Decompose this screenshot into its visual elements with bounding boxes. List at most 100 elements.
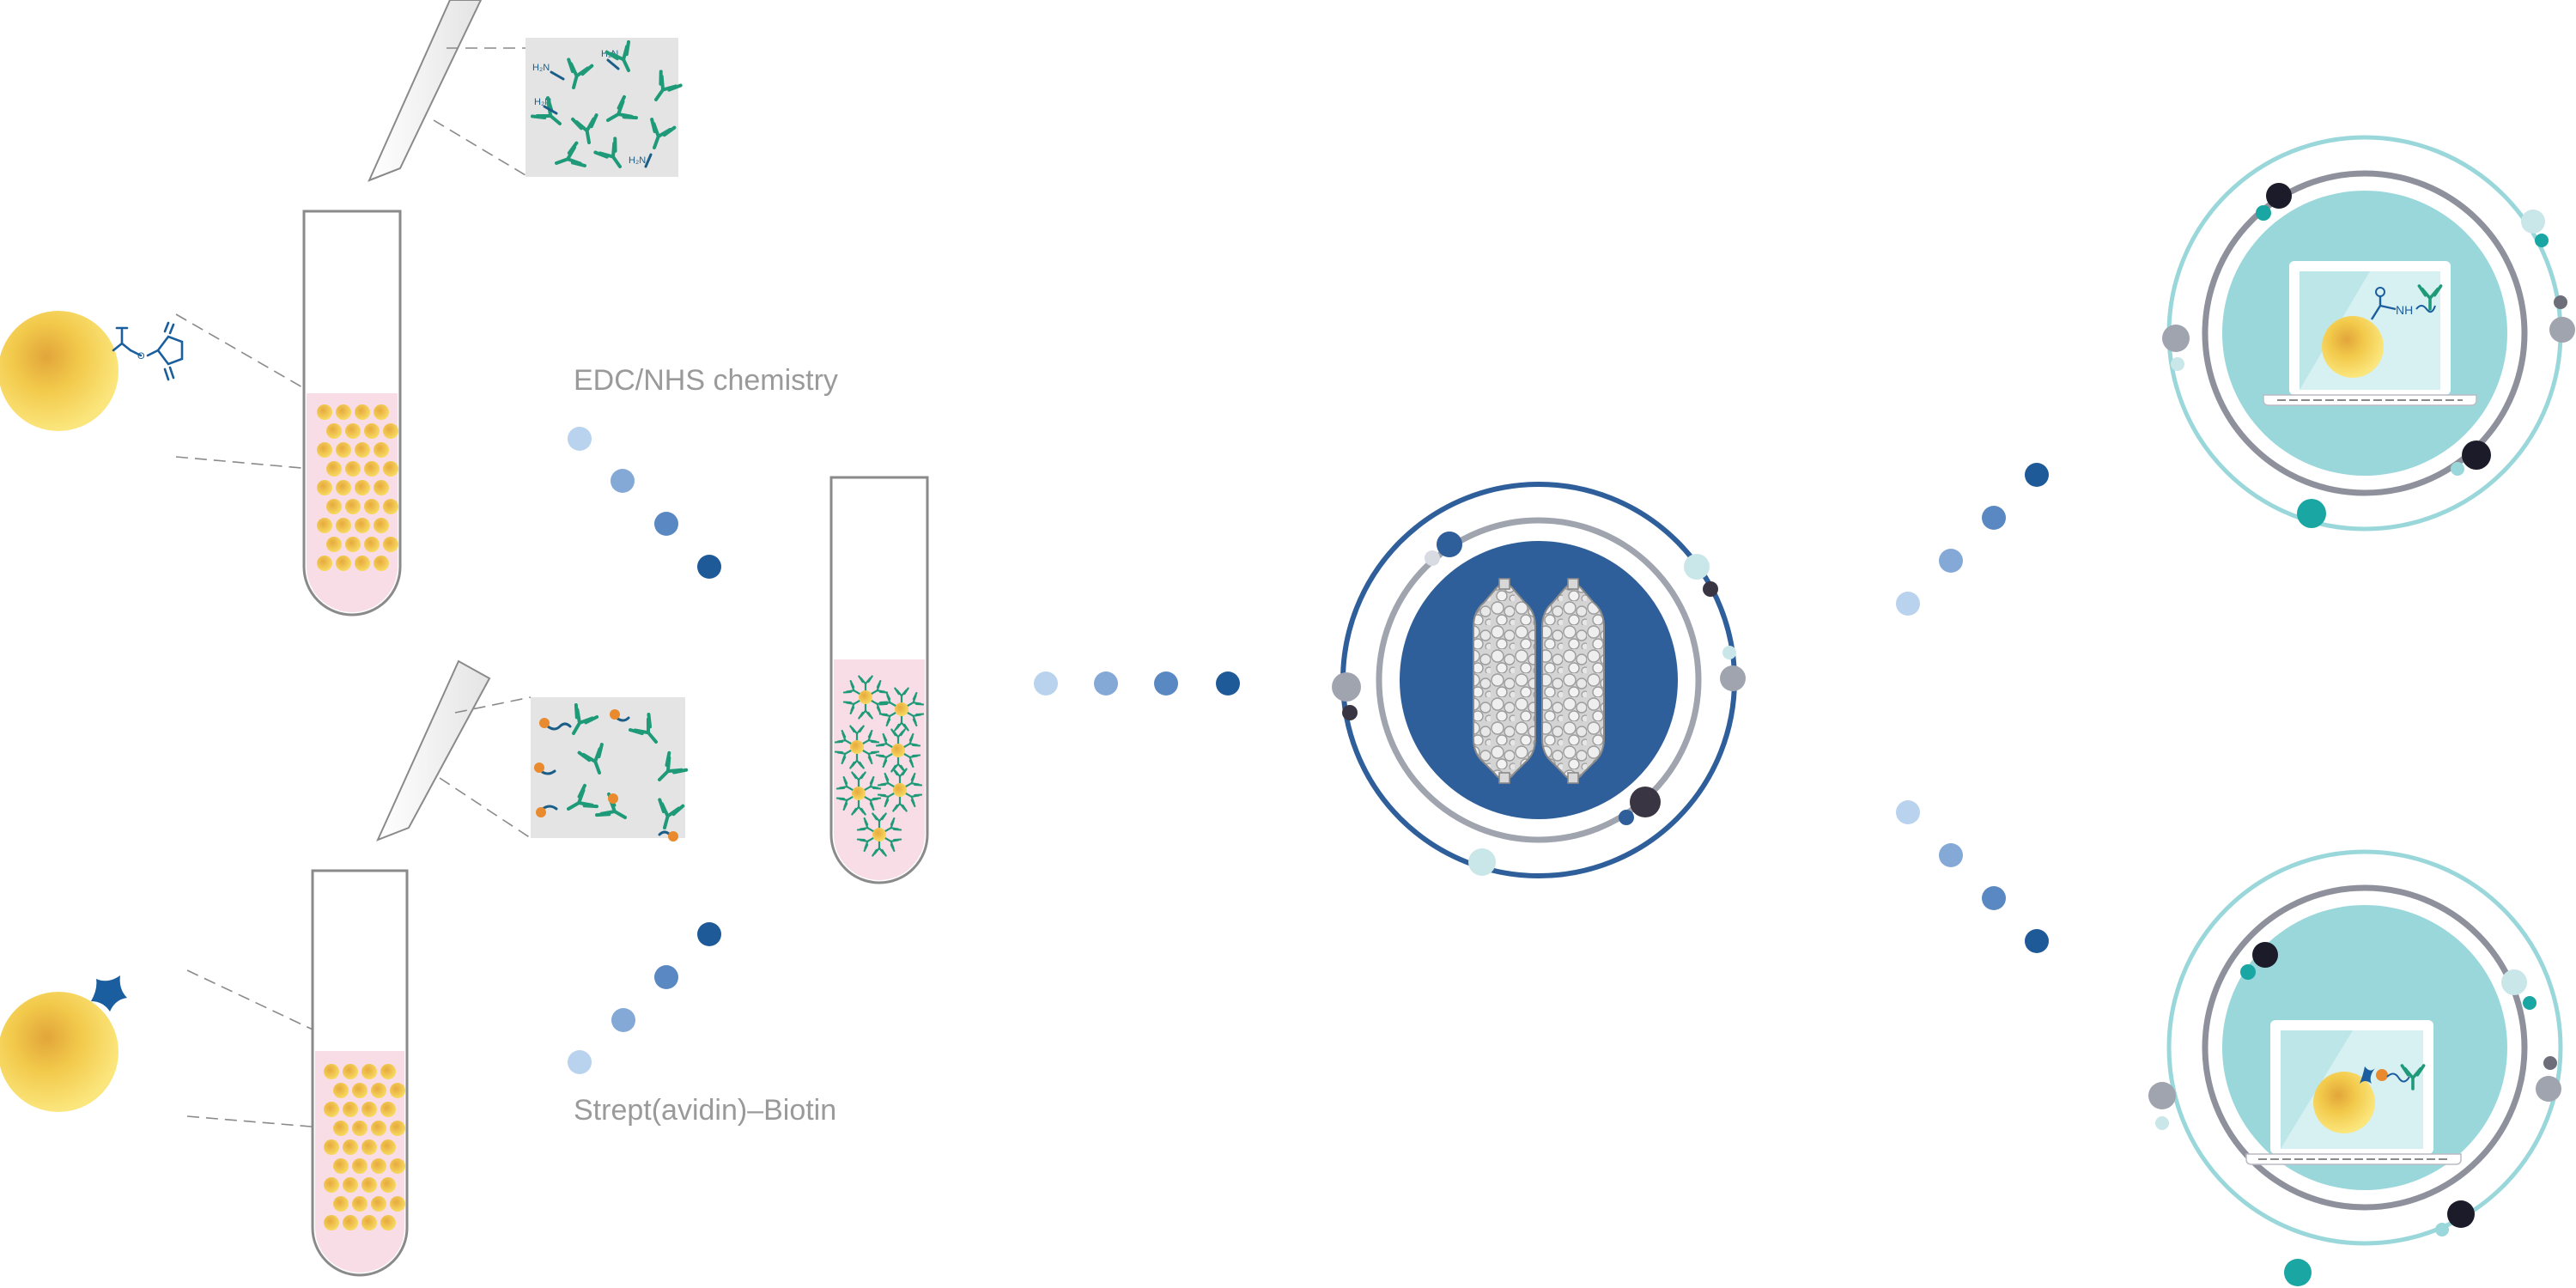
gold-bead — [324, 1139, 339, 1155]
conjugated-bead — [875, 728, 921, 773]
gold-bead — [355, 556, 370, 571]
gold-bead — [374, 404, 389, 420]
gold-bead — [352, 1083, 368, 1098]
gold-bead — [383, 423, 398, 439]
zoom-line — [175, 313, 331, 404]
gold-bead — [333, 1083, 349, 1098]
edc-nhs-label: EDC/NHS chemistry — [574, 364, 838, 397]
connector-dot — [654, 512, 678, 536]
connector-dot — [2025, 463, 2049, 487]
connector-dot — [1896, 800, 1920, 824]
gold-bead — [326, 537, 342, 552]
gold-bead — [352, 1196, 368, 1212]
connector-dot — [611, 1008, 635, 1032]
svg-text:O: O — [137, 351, 145, 361]
gold-bead — [364, 499, 380, 514]
gold-bead — [326, 499, 342, 514]
gold-bead — [390, 1083, 405, 1098]
filter-cartridge-icon — [1541, 578, 1605, 784]
conjugated-bead — [834, 725, 880, 769]
gold-bead — [355, 480, 370, 495]
gold-bead — [380, 1215, 396, 1230]
connector-dot — [697, 922, 721, 946]
antibody-inset: H₂N H₂N H₂N H₂N — [526, 38, 683, 177]
svg-text:H₂N: H₂N — [629, 155, 646, 166]
gold-bead — [380, 1177, 396, 1193]
zoom-line — [175, 456, 331, 471]
gold-bead — [383, 537, 398, 552]
gold-bead — [317, 556, 332, 571]
connector-dot — [1896, 592, 1920, 616]
gold-bead — [352, 1121, 368, 1136]
gold-bead — [374, 556, 389, 571]
test-tube-icon — [829, 476, 929, 884]
gold-bead — [326, 461, 342, 477]
gold-bead — [390, 1196, 405, 1212]
conjugated-bead — [878, 687, 925, 732]
gold-bead — [374, 518, 389, 533]
connector-dot — [1154, 671, 1178, 696]
gold-bead — [336, 556, 351, 571]
svg-text:NH: NH — [2396, 303, 2413, 317]
gold-bead — [390, 1121, 405, 1136]
gold-bead — [317, 404, 332, 420]
covalent-result-disc: NH — [2162, 135, 2575, 532]
gold-bead — [343, 1177, 358, 1193]
gold-bead — [390, 1158, 405, 1174]
gold-bead — [343, 1215, 358, 1230]
conjugated-bead — [835, 771, 882, 816]
gold-bead — [333, 1121, 349, 1136]
gold-bead — [343, 1102, 358, 1117]
gold-bead — [333, 1158, 349, 1174]
gold-bead — [383, 461, 398, 477]
zoom-line — [186, 1115, 343, 1130]
connector-dot — [654, 965, 678, 989]
gold-bead — [361, 1215, 377, 1230]
gold-bead — [361, 1139, 377, 1155]
gold-bead — [336, 518, 351, 533]
gold-bead — [324, 1064, 339, 1079]
gold-bead — [380, 1064, 396, 1079]
gold-bead — [364, 423, 380, 439]
purification-disc — [1332, 482, 1746, 878]
gold-bead — [361, 1102, 377, 1117]
connector-dot — [1982, 506, 2006, 530]
zoom-line — [439, 777, 532, 839]
gold-bead — [364, 537, 380, 552]
gold-bead — [380, 1102, 396, 1117]
gold-bead — [336, 480, 351, 495]
gold-bead — [371, 1121, 386, 1136]
connector-dot — [611, 469, 635, 493]
connector-dot — [1034, 671, 1058, 696]
gold-bead — [352, 1158, 368, 1174]
connector-dot — [1094, 671, 1118, 696]
gold-bead — [361, 1177, 377, 1193]
gold-bead — [336, 442, 351, 458]
connector-dot — [568, 1050, 592, 1074]
streptavidin-bead-icon — [0, 975, 127, 1112]
gold-bead — [371, 1158, 386, 1174]
conjugated-bead — [856, 812, 902, 857]
gold-bead — [355, 518, 370, 533]
gold-bead — [361, 1064, 377, 1079]
nhs-ester-bead-icon: O — [0, 311, 184, 431]
gold-bead — [324, 1215, 339, 1230]
connector-dots-right-top — [1896, 463, 2049, 616]
gold-bead — [374, 442, 389, 458]
gold-bead — [345, 499, 361, 514]
gold-bead — [317, 442, 332, 458]
gold-bead — [355, 442, 370, 458]
gold-bead — [383, 499, 398, 514]
gold-bead — [326, 423, 342, 439]
gold-bead — [343, 1139, 358, 1155]
test-tube-icon — [311, 869, 409, 1277]
connector-dot — [1216, 671, 1240, 696]
gold-bead — [333, 1196, 349, 1212]
pipette-icon — [376, 659, 491, 841]
svg-text:H₂N: H₂N — [532, 63, 550, 73]
gold-bead — [374, 480, 389, 495]
connector-dots-right-bottom — [1896, 800, 2049, 953]
gold-bead — [355, 404, 370, 420]
gold-bead — [380, 1139, 396, 1155]
